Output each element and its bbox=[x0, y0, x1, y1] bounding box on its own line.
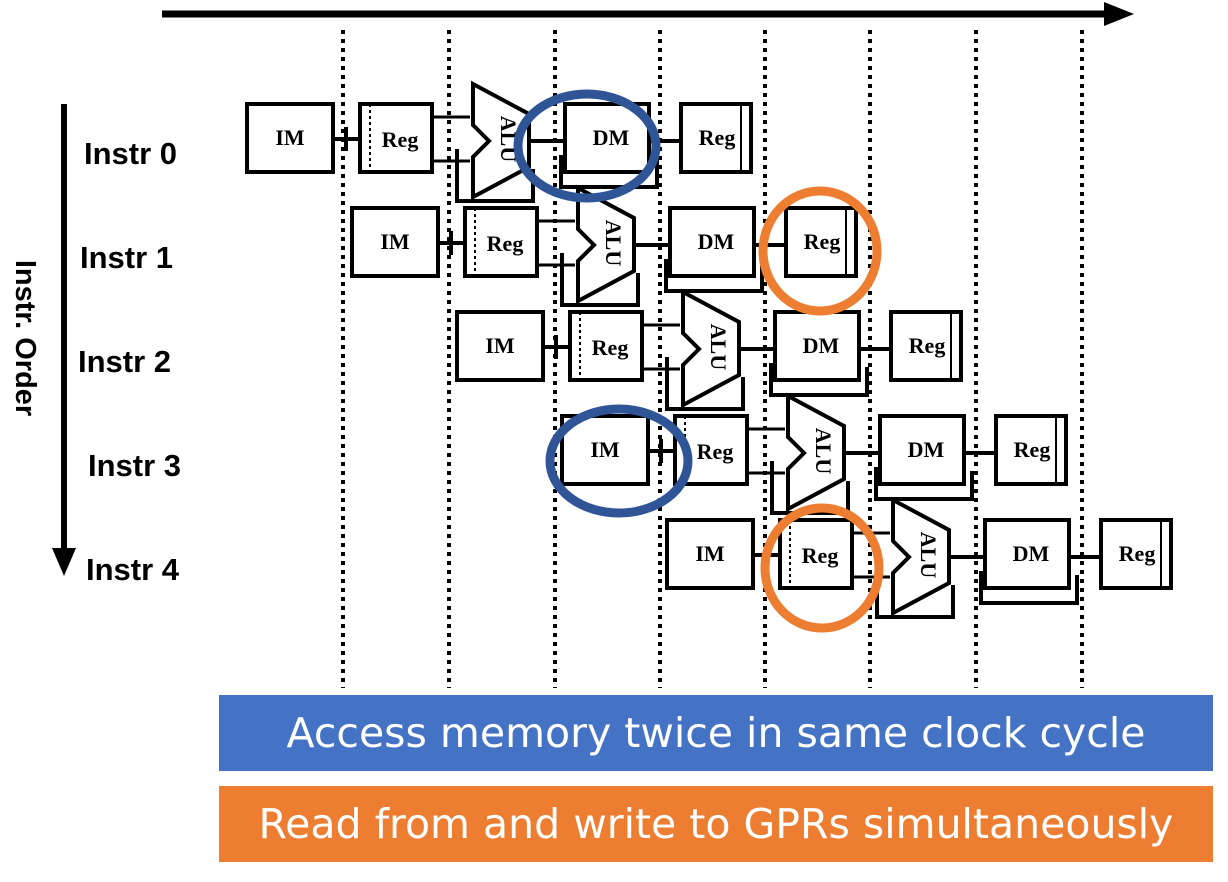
alu-label: ALU bbox=[706, 324, 731, 371]
dm-stage-box bbox=[983, 518, 1071, 590]
time-axis-arrowhead bbox=[1104, 2, 1134, 26]
instr-order-label: Instr. Order bbox=[9, 260, 41, 416]
instr-label: Instr 1 bbox=[80, 240, 173, 275]
instr-row-4: Instr 4 IM Reg ALU DM Reg bbox=[86, 496, 1173, 619]
dm-bypass-bracket bbox=[664, 259, 764, 293]
alu-bypass-bracket bbox=[455, 149, 535, 203]
im-stage-label: IM bbox=[695, 541, 725, 566]
reg-alu-connector bbox=[432, 115, 470, 163]
instr-row-2: Instr 2 IM Reg ALU DM Reg bbox=[78, 288, 963, 411]
memory-conflict-text: Access memory twice in same clock cycle bbox=[286, 709, 1146, 757]
reg-write-label: Reg bbox=[909, 333, 946, 358]
hazard-highlights bbox=[513, 89, 884, 633]
instr-row-3: Instr 3 IM Reg ALU DM Reg bbox=[88, 392, 1068, 515]
im-stage-label: IM bbox=[590, 437, 620, 462]
instr-label: Instr 0 bbox=[84, 136, 177, 171]
reg-read-box bbox=[463, 206, 539, 278]
reg-read-label: Reg bbox=[487, 231, 524, 256]
reg-read-box bbox=[358, 102, 434, 174]
instr-label: Instr 3 bbox=[88, 448, 181, 483]
reg-read-box bbox=[778, 518, 854, 590]
hazard-circle-blue bbox=[513, 89, 661, 203]
dm-stage-box bbox=[668, 206, 756, 278]
alu-unit bbox=[576, 184, 636, 305]
im-reg-connector bbox=[648, 439, 674, 463]
instr-order-arrowhead bbox=[52, 548, 76, 576]
memory-conflict-banner: Access memory twice in same clock cycle bbox=[219, 695, 1213, 771]
im-stage-label: IM bbox=[380, 229, 410, 254]
reg-read-label: Reg bbox=[697, 439, 734, 464]
dm-stage-box bbox=[563, 102, 651, 174]
reg-alu-connector bbox=[747, 427, 785, 475]
reg-read-box bbox=[568, 310, 644, 382]
reg-write-label: Reg bbox=[804, 229, 841, 254]
reg-write-label: Reg bbox=[1014, 437, 1051, 462]
instr-label: Instr 2 bbox=[78, 344, 171, 379]
alu-bypass-bracket bbox=[560, 253, 640, 307]
dm-stage-label: DM bbox=[803, 333, 840, 358]
reg-write-box bbox=[889, 310, 963, 382]
reg-alu-connector bbox=[642, 323, 680, 371]
dm-bypass-bracket bbox=[769, 363, 869, 397]
alu-label: ALU bbox=[601, 220, 626, 267]
dm-bypass-bracket bbox=[874, 467, 974, 501]
im-stage-box bbox=[245, 102, 335, 174]
dm-stage-box bbox=[773, 310, 861, 382]
im-stage-box bbox=[350, 206, 440, 278]
reg-write-label: Reg bbox=[1119, 541, 1156, 566]
im-reg-connector bbox=[543, 335, 569, 359]
instr-label: Instr 4 bbox=[86, 552, 180, 587]
alu-unit bbox=[681, 288, 741, 409]
im-reg-connector bbox=[333, 127, 359, 151]
dm-bypass-bracket bbox=[979, 571, 1079, 605]
alu-bypass-bracket bbox=[665, 357, 745, 411]
reg-read-label: Reg bbox=[592, 335, 629, 360]
alu-unit bbox=[891, 496, 951, 617]
im-reg-connector bbox=[438, 231, 464, 255]
im-stage-label: IM bbox=[485, 333, 515, 358]
reg-read-label: Reg bbox=[802, 543, 839, 568]
reg-write-label: Reg bbox=[699, 125, 736, 150]
register-conflict-text: Read from and write to GPRs simultaneous… bbox=[258, 800, 1174, 848]
hazard-circle-orange bbox=[758, 186, 882, 316]
reg-write-box bbox=[994, 414, 1068, 486]
reg-write-box bbox=[784, 206, 858, 278]
im-stage-label: IM bbox=[275, 125, 305, 150]
hazard-circle-blue bbox=[545, 404, 693, 518]
dm-stage-box bbox=[878, 414, 966, 486]
alu-label: ALU bbox=[916, 532, 941, 579]
dm-stage-label: DM bbox=[698, 229, 735, 254]
reg-write-box bbox=[1099, 518, 1173, 590]
reg-read-label: Reg bbox=[382, 127, 419, 152]
register-conflict-banner: Read from and write to GPRs simultaneous… bbox=[219, 786, 1213, 862]
alu-unit bbox=[786, 392, 846, 513]
dm-stage-label: DM bbox=[1013, 541, 1050, 566]
reg-alu-connector bbox=[537, 219, 575, 267]
alu-label: ALU bbox=[811, 428, 836, 475]
dm-stage-label: DM bbox=[593, 125, 630, 150]
reg-write-box bbox=[679, 102, 753, 174]
hazard-circle-orange bbox=[760, 503, 884, 633]
instr-row-1: Instr 1 IM Reg ALU DM Reg bbox=[80, 184, 858, 307]
dm-stage-label: DM bbox=[908, 437, 945, 462]
dm-bypass-bracket bbox=[559, 155, 659, 189]
